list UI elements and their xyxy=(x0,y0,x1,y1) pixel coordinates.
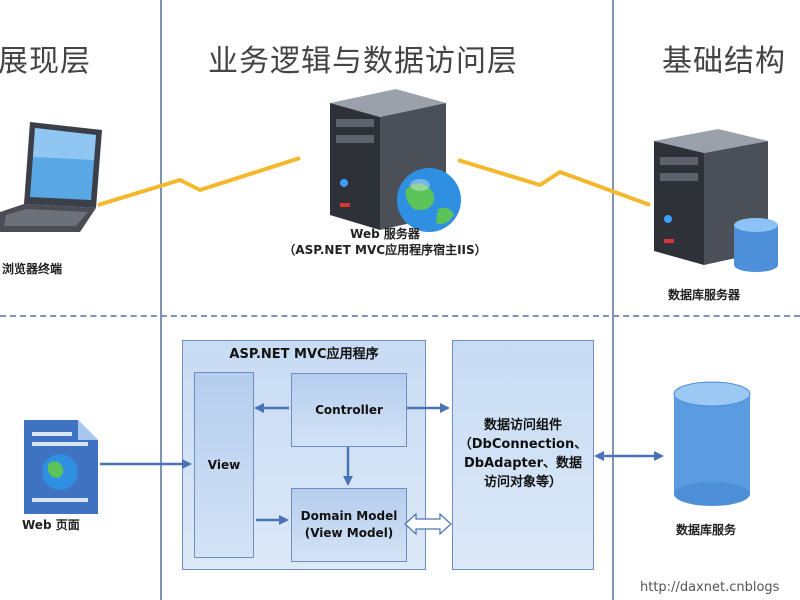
laptop-icon xyxy=(0,122,102,232)
controller-label: Controller xyxy=(315,403,383,417)
layer-title-business: 业务逻辑与数据访问层 xyxy=(208,44,518,79)
view-label: View xyxy=(207,458,241,472)
data-access-line2: （DbConnection、 xyxy=(458,437,588,452)
divider-horizontal xyxy=(0,315,800,317)
divider-left xyxy=(160,0,162,600)
web-server-label-line1: Web 服务器 xyxy=(350,227,420,241)
domain-model-label-line2: (View Model) xyxy=(304,526,394,540)
web-page-icon xyxy=(24,420,98,514)
mvc-app-title: ASP.NET MVC应用程序 xyxy=(229,347,379,362)
web-server-label: Web 服务器 （ASP.NET MVC应用程序宿主IIS） xyxy=(240,226,530,258)
controller-box: Controller xyxy=(291,373,407,447)
db-service-label: 数据库服务 xyxy=(676,523,737,537)
domain-model-label-line1: Domain Model xyxy=(300,509,398,523)
globe-icon xyxy=(397,168,461,232)
arrow-head-back-to-data-access xyxy=(594,451,604,461)
web-server-label-line2: （ASP.NET MVC应用程序宿主IIS） xyxy=(283,243,487,257)
data-access-line4: 访问对象等） xyxy=(483,475,562,490)
domain-model-box: Domain Model (View Model) xyxy=(291,488,407,562)
network-links xyxy=(97,156,651,207)
double-arrow-model-data-access xyxy=(404,512,452,536)
lightning-right-icon xyxy=(457,158,651,207)
browser-label: 浏览器终端 xyxy=(2,262,63,276)
layer-title-infrastructure: 基础结构 xyxy=(662,44,786,79)
view-box: View xyxy=(194,372,254,558)
db-service-icon xyxy=(673,381,751,506)
db-server-icon xyxy=(654,129,778,272)
divider-right xyxy=(612,0,614,600)
layer-title-presentation: 展现层 xyxy=(0,44,91,79)
web-page-label: Web 页面 xyxy=(22,518,80,532)
lightning-left-icon xyxy=(97,156,301,207)
db-server-label: 数据库服务器 xyxy=(668,288,741,302)
data-access-box: 数据访问组件 （DbConnection、 DbAdapter、数据 访问对象等… xyxy=(452,340,594,570)
data-access-text: 数据访问组件 （DbConnection、 DbAdapter、数据 访问对象等… xyxy=(453,416,593,492)
watermark: http://daxnet.cnblogs xyxy=(640,580,780,595)
data-access-line1: 数据访问组件 xyxy=(483,418,562,433)
data-access-line3: DbAdapter、数据 xyxy=(464,456,582,471)
